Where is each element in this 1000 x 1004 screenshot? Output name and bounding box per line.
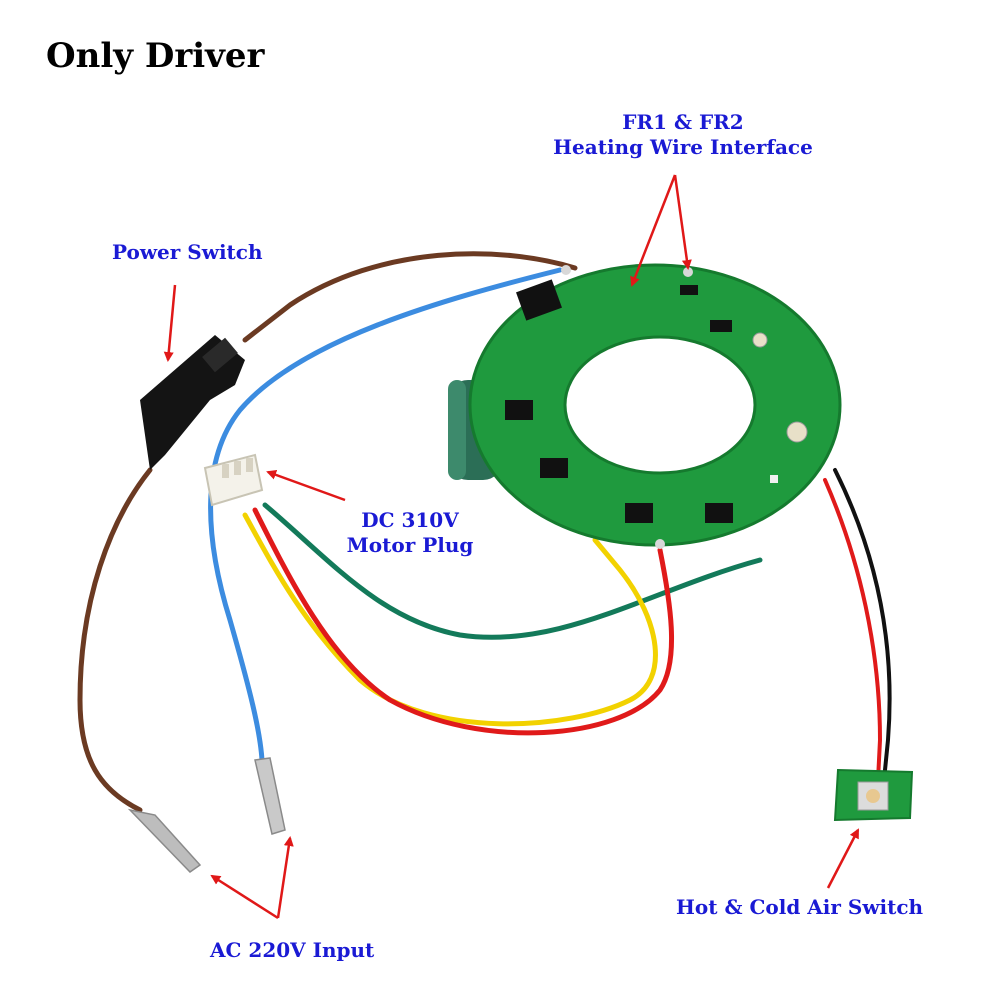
dc-label-line2: Motor Plug — [346, 533, 474, 557]
annotation-arrows — [163, 174, 860, 920]
fr-heating-label: FR1 & FR2 Heating Wire Interface — [548, 110, 818, 160]
dc-label-line1: DC 310V — [361, 508, 459, 532]
ac-input-label: AC 220V Input — [210, 938, 375, 962]
hot-cold-switch-board — [833, 768, 914, 822]
blue-wire — [208, 267, 563, 763]
red-wire-switch — [823, 478, 883, 782]
fr-arrow-left — [630, 174, 677, 287]
power-switch-label: Power Switch — [112, 240, 263, 264]
yellow-wire — [242, 512, 658, 727]
power-switch-component — [140, 335, 245, 470]
brown-wire-lower — [77, 467, 153, 813]
wire-harness — [77, 251, 892, 813]
red-wire — [252, 507, 674, 736]
ac-arrow-right — [276, 836, 294, 919]
hot-cold-switch-label: Hot & Cold Air Switch — [676, 895, 924, 919]
motor-plug-label: DC 310V Motor Plug — [345, 508, 475, 558]
fr-label-line2: Heating Wire Interface — [553, 135, 813, 159]
fr-arrow-right — [673, 174, 692, 270]
hot-cold-arrow — [826, 828, 860, 889]
ac-input-terminals — [127, 757, 286, 873]
motor-plug-arrow — [266, 470, 346, 502]
page-title: Only Driver — [46, 36, 265, 76]
pcb-ring-board — [468, 263, 842, 549]
black-wire-switch — [833, 468, 892, 782]
ac-arrow-left — [210, 874, 279, 920]
brown-wire — [242, 251, 578, 343]
power-switch-arrow — [163, 284, 177, 362]
fr-label-line1: FR1 & FR2 — [622, 110, 744, 134]
motor-plug-connector — [203, 453, 264, 507]
